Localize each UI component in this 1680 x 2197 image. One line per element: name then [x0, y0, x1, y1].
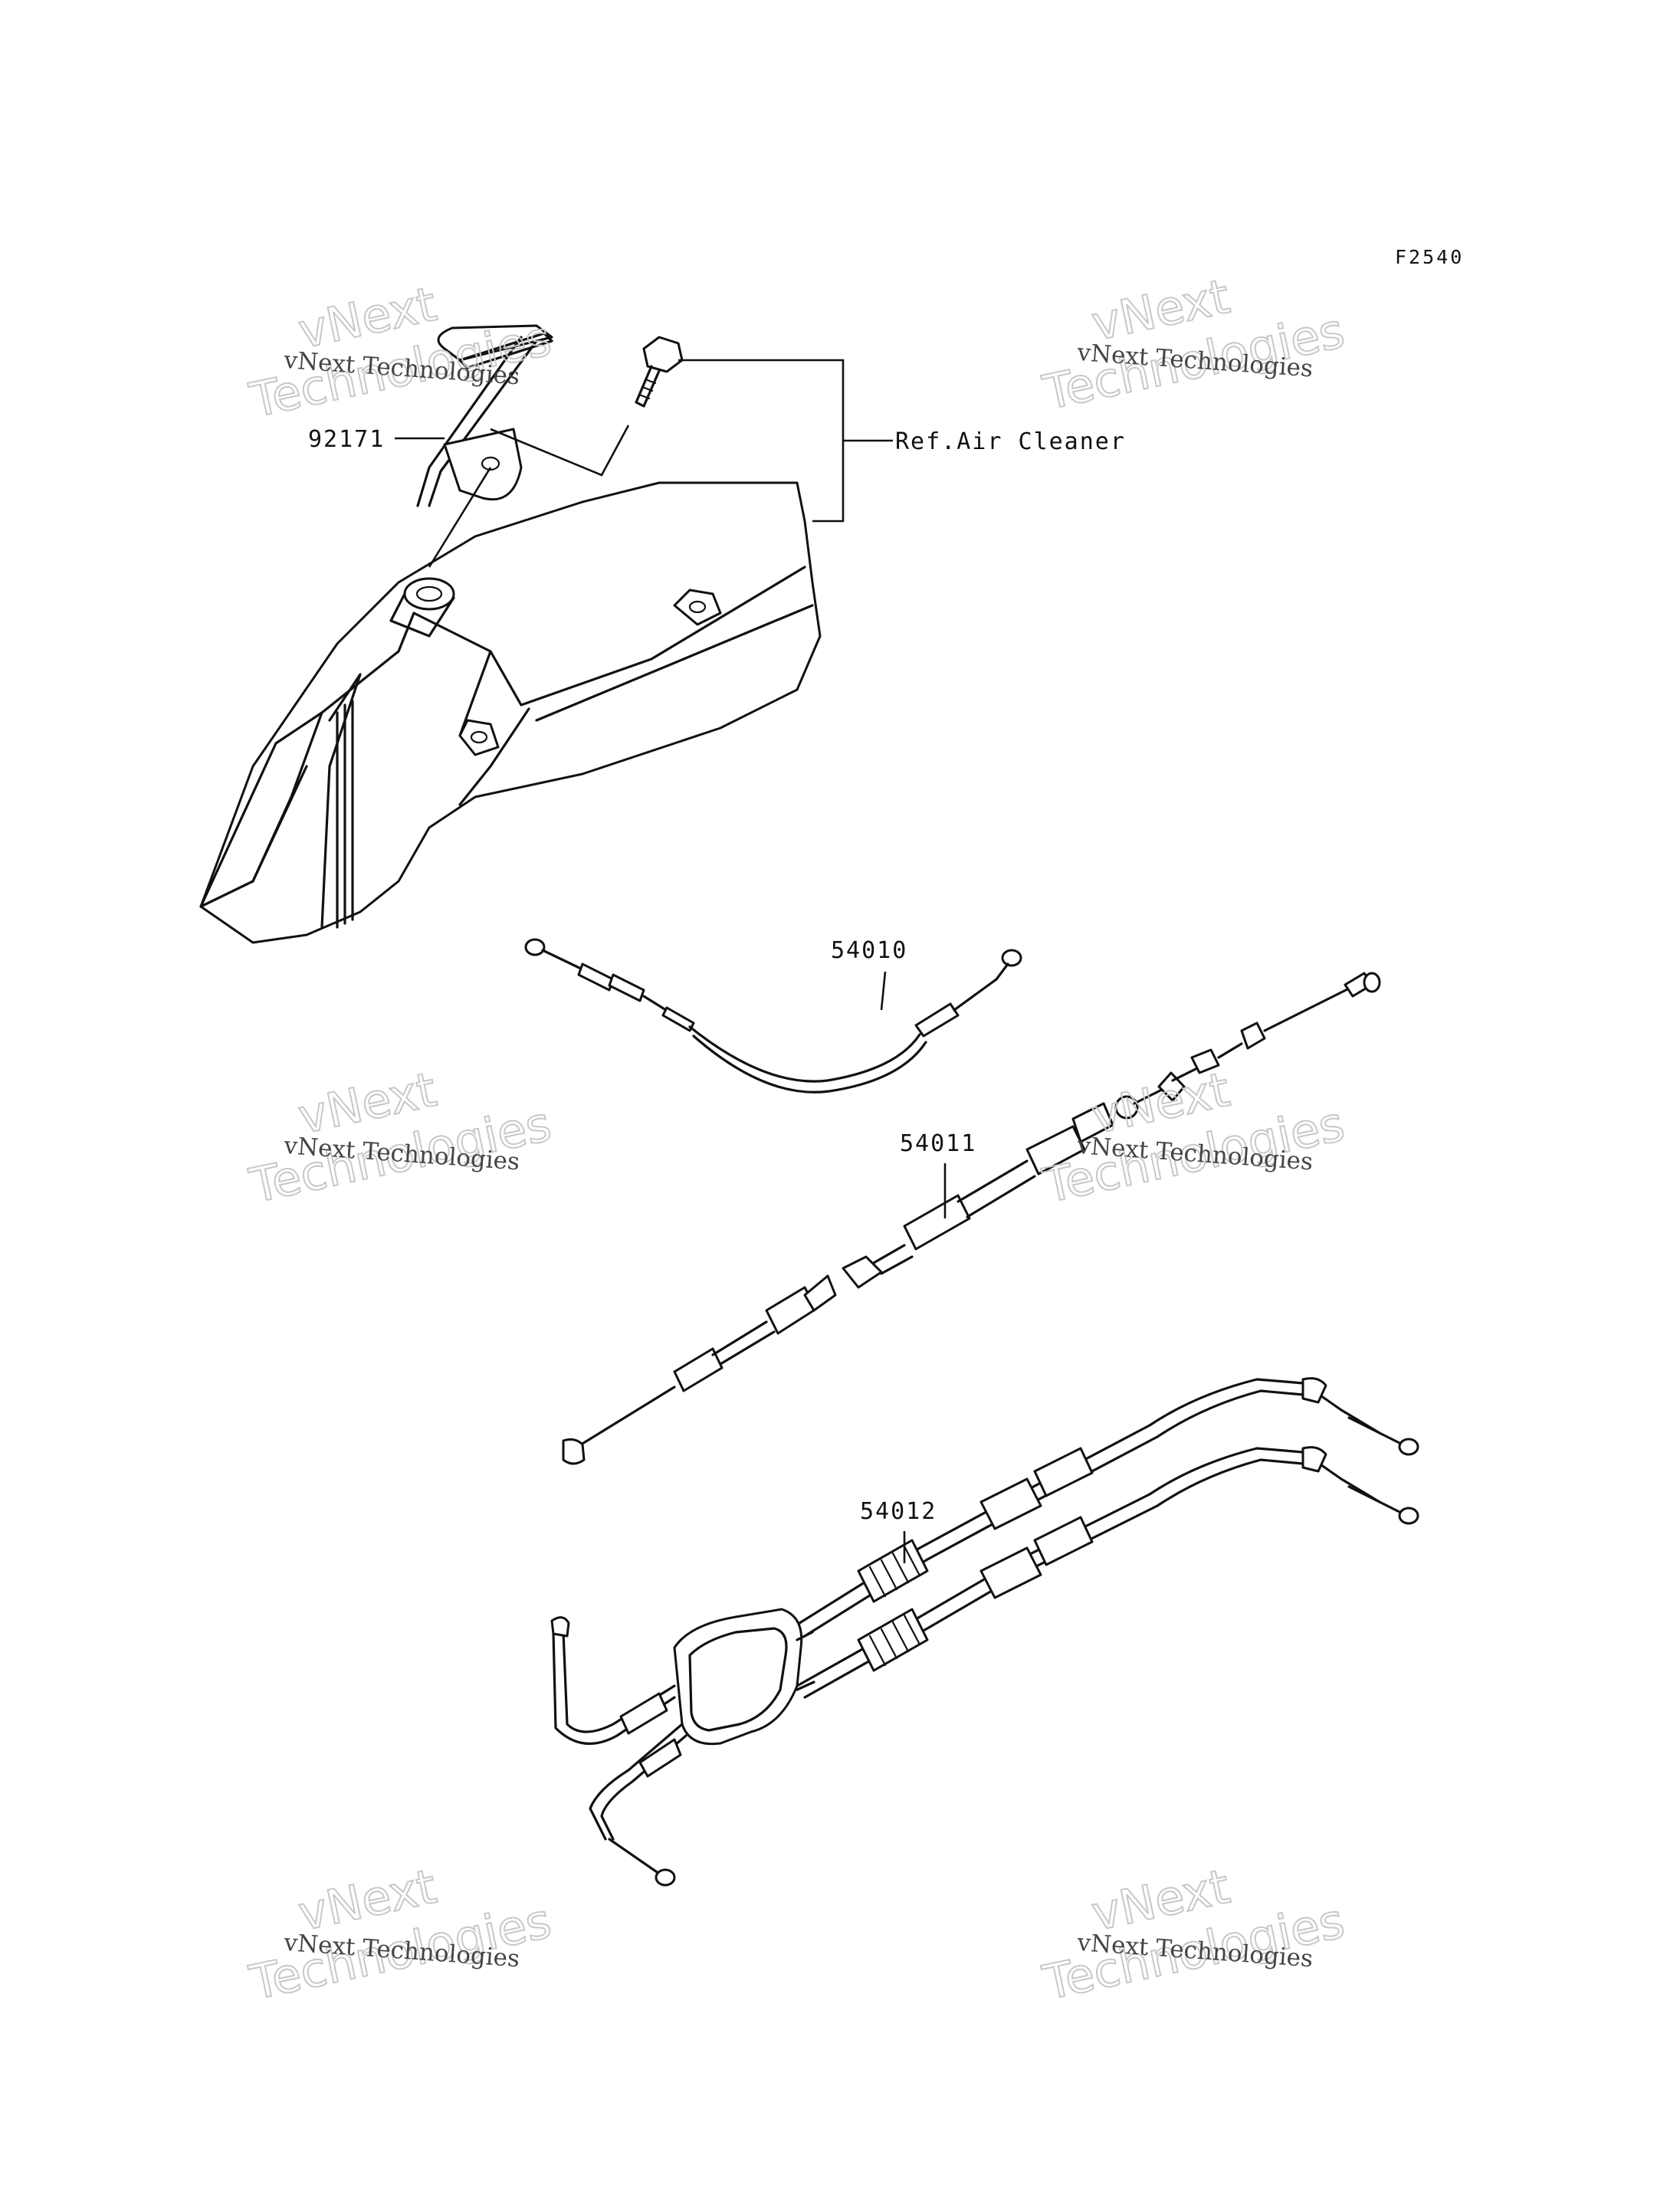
watermark-bottom-left: vNext Technologies vNext Technologies	[244, 1858, 556, 2012]
part-number-54010: 54010	[831, 937, 907, 964]
cable-54011	[562, 972, 1381, 1465]
part-number-54012: 54012	[860, 1498, 937, 1525]
bolt-part	[635, 336, 684, 408]
watermark-top-left: vNext Technologies vNext Technologies	[244, 275, 556, 429]
figure-code: F2540	[1395, 246, 1464, 268]
cable-54012	[550, 1377, 1419, 1887]
watermark-mid-left: vNext Technologies vNext Technologies	[244, 1061, 556, 1215]
part-number-92171: 92171	[308, 426, 385, 453]
bracket-part	[416, 324, 553, 507]
watermark-bottom-right: vNext Technologies vNext Technologies	[1037, 1858, 1350, 2012]
cable-54010	[524, 938, 1022, 1094]
watermark-mid-right: vNext Technologies vNext Technologies	[1037, 1061, 1350, 1215]
ref-air-cleaner-label: Ref.Air Cleaner	[895, 428, 1126, 455]
ref-air-cleaner-leader	[428, 359, 893, 568]
air-cleaner-housing	[199, 481, 822, 944]
watermark-top-right: vNext Technologies vNext Technologies	[1037, 267, 1350, 421]
part-number-54011: 54011	[900, 1130, 976, 1157]
